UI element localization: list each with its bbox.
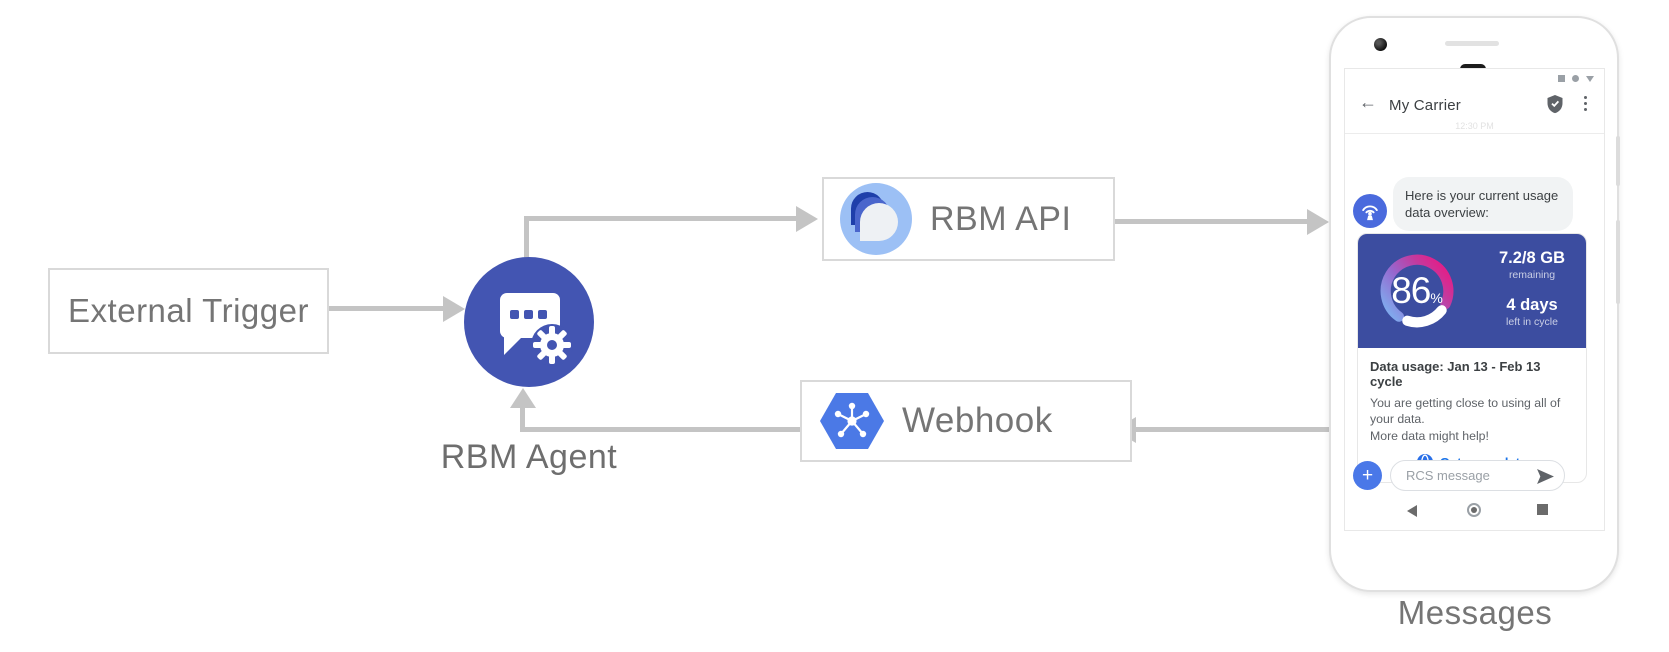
volume-button: [1616, 220, 1620, 304]
nav-home-button[interactable]: [1467, 503, 1481, 517]
nav-back-button[interactable]: [1407, 505, 1417, 517]
connector-api-to-phone: [1097, 219, 1307, 224]
external-trigger-label: External Trigger: [68, 292, 309, 329]
usage-gauge: 86 %: [1370, 244, 1464, 338]
power-button: [1616, 136, 1620, 186]
connector-arrowhead: [443, 296, 465, 322]
phone-screen: ← My Carrier 12:30 PM: [1344, 68, 1605, 531]
rbm-api-label: RBM API: [930, 199, 1072, 238]
connector-phone-to-webhook: [1136, 427, 1332, 432]
card-text-line2: More data might help!: [1370, 428, 1489, 443]
earpiece-speaker: [1445, 41, 1499, 46]
header-divider: [1345, 133, 1604, 134]
gauge-value: 86 %: [1370, 244, 1464, 338]
phone-mockup: ← My Carrier 12:30 PM: [1329, 16, 1620, 592]
external-trigger-node: External Trigger: [48, 268, 329, 354]
messages-caption: Messages: [1397, 594, 1553, 631]
bubble-line1: Here is your current usage: [1405, 188, 1559, 203]
usage-stats: 7.2/8 GB remaining 4 days left in cycle: [1484, 249, 1580, 328]
front-camera-icon: [1374, 38, 1387, 51]
webhook-node: Webhook: [800, 380, 1132, 462]
status-circle-icon: [1572, 75, 1579, 82]
pubsub-hexagon-icon: [820, 393, 884, 449]
chat-gear-icon: [500, 293, 573, 366]
agent-avatar: [1353, 194, 1387, 228]
webhook-label: Webhook: [902, 401, 1053, 440]
remaining-value: 7.2/8 GB: [1498, 249, 1566, 267]
connector-agent-to-api: [524, 216, 796, 221]
overflow-menu-icon[interactable]: [1584, 96, 1587, 111]
status-triangle-icon: [1586, 75, 1594, 82]
send-icon: [1537, 469, 1554, 484]
connector-arrowhead: [796, 206, 818, 232]
gauge-percent-sign: %: [1430, 290, 1443, 306]
broadcast-antenna-icon: [1362, 205, 1378, 221]
connector-arrowhead: [510, 388, 536, 408]
days-label: left in cycle: [1506, 316, 1558, 328]
rbm-api-node: RBM API: [822, 177, 1115, 261]
gauge-percent: 86: [1391, 270, 1431, 311]
connector-agent-to-api-vertical: [524, 216, 529, 261]
remaining-label: remaining: [1508, 269, 1556, 281]
send-button[interactable]: [1537, 469, 1554, 484]
status-square-icon: [1558, 75, 1565, 82]
card-title: Data usage: Jan 13 - Feb 13 cycle: [1370, 359, 1541, 389]
days-value: 4 days: [1506, 296, 1558, 314]
verified-badge-icon: [1546, 94, 1564, 119]
rbm-agent-node: [464, 257, 594, 387]
message-timestamp: 12:30 PM: [1455, 121, 1494, 131]
nav-recents-button[interactable]: [1537, 504, 1548, 515]
message-composer: [1390, 460, 1565, 491]
android-nav-bar: [1345, 501, 1604, 523]
chat-bubble: Here is your current usage data overview…: [1393, 177, 1573, 232]
usage-banner: 86 % 7.2/8 GB remaining 4 days left in c…: [1358, 234, 1586, 348]
rbm-agent-label: RBM Agent: [440, 438, 618, 476]
conversation-title: My Carrier: [1389, 97, 1461, 114]
bubble-line2: data overview:: [1405, 205, 1489, 221]
attach-plus-button[interactable]: +: [1353, 461, 1382, 490]
rich-card: 86 % 7.2/8 GB remaining 4 days left in c…: [1357, 233, 1587, 484]
connector-arrowhead: [1307, 209, 1329, 235]
rcs-message-input[interactable]: [1404, 467, 1528, 484]
card-text-line1: You are getting close to using all of yo…: [1370, 396, 1561, 427]
connector-webhook-to-agent: [520, 427, 800, 432]
rbm-api-logo-icon: [840, 183, 912, 255]
connector-webhook-to-agent-vertical: [520, 406, 525, 432]
back-arrow-icon[interactable]: ←: [1359, 92, 1377, 112]
connector-trigger-to-agent: [325, 306, 443, 311]
status-bar: [1558, 75, 1594, 82]
